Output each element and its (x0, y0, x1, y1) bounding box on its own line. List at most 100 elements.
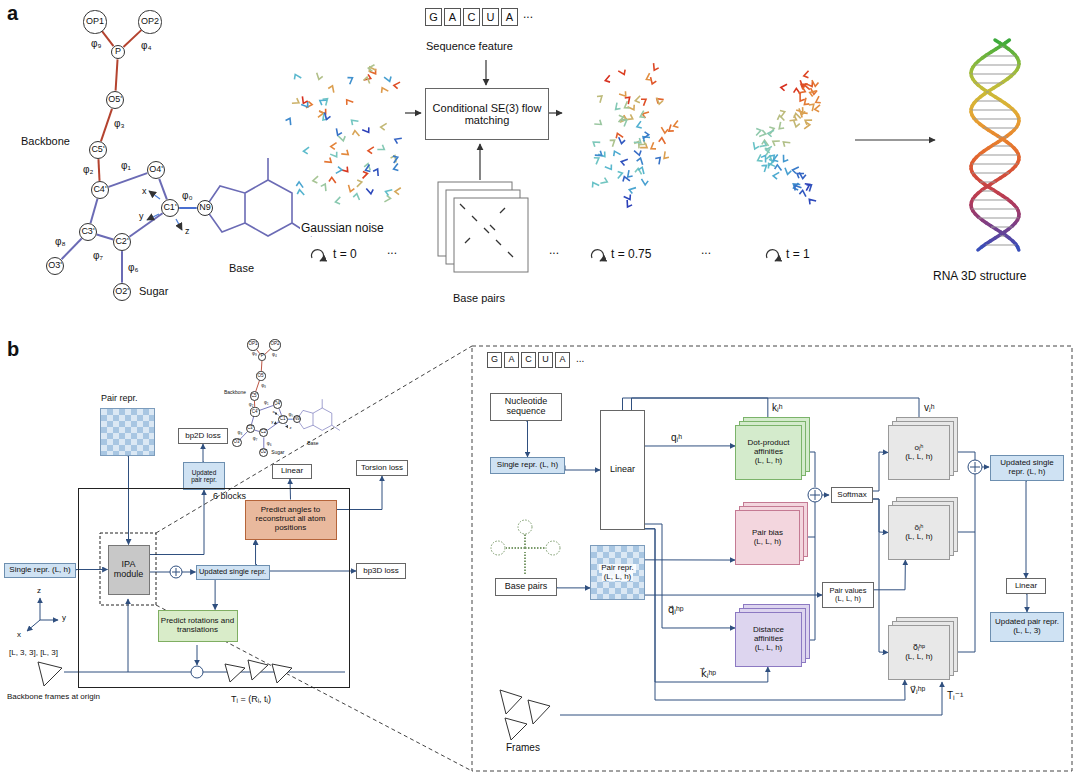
rect-shape (100, 533, 156, 605)
bond-line (159, 179, 167, 200)
path-shape (634, 151, 641, 156)
flow-arrow (645, 445, 735, 446)
path-shape (773, 141, 780, 146)
text-label: t = 0 (332, 248, 358, 262)
path-shape (982, 467, 989, 468)
atom-label: φ₀ (287, 412, 294, 417)
path-shape (619, 115, 624, 122)
path-shape (301, 102, 308, 107)
path-shape (972, 173, 1009, 174)
node-text: A (508, 355, 514, 365)
text-label: b (6, 338, 20, 361)
polygon-shape (500, 690, 522, 714)
node-text: (L, L, h) (602, 573, 634, 582)
process-box: Updated pair repr. (L, L, 3) (990, 612, 1064, 642)
path-shape (980, 182, 995, 183)
circle-shape (170, 566, 182, 578)
path-shape (761, 165, 766, 172)
node-text: Updated pair repr. (186, 469, 222, 483)
node-text: O2' (115, 287, 129, 297)
atom-circle: O5' (106, 91, 125, 110)
node-text: C3' (81, 227, 94, 237)
bond-line (279, 408, 281, 415)
path-shape (341, 150, 348, 155)
node-text: OP2 (141, 17, 159, 27)
path-shape (651, 77, 657, 84)
bond-line (121, 251, 123, 283)
node-text: O5' (258, 374, 265, 379)
node-text: N9 (199, 203, 211, 213)
path-shape (296, 182, 303, 188)
process-box: U (538, 352, 553, 368)
process-box: Updated single repr. (196, 565, 270, 580)
path-shape (794, 113, 801, 118)
atom-circle: C5' (89, 141, 107, 159)
g-shape (311, 60, 935, 261)
atom-label: φ₈ (54, 236, 67, 248)
atom-circle: P (258, 353, 265, 360)
text-label: ... (700, 244, 712, 258)
process-box: Pair values(L, L, h) (822, 582, 874, 608)
node-text: Pair values (829, 587, 866, 595)
circle-shape (491, 541, 505, 555)
process-box: Single repr. (L, h) (490, 457, 565, 474)
atom-label: Sugar (138, 285, 169, 298)
bond-line (102, 31, 113, 46)
bond-line (261, 361, 263, 372)
path-shape (806, 82, 813, 87)
text-label: Frames (505, 742, 541, 754)
path-shape (618, 171, 623, 178)
atom-circle: C4' (91, 181, 109, 199)
atom-circle: C3' (246, 424, 255, 433)
node-text: (L, L, h) (755, 457, 783, 466)
path-shape (394, 163, 399, 170)
atom-label: Base (306, 441, 319, 447)
path-shape (800, 452, 815, 640)
flow-arrow (557, 587, 590, 589)
text-label: [L, 3, 3], [L, 3] (8, 648, 59, 657)
process-box: Predict rotations and translations (158, 610, 238, 642)
node-text: (L, L, h) (754, 538, 782, 547)
node-text: Pair repr. (101, 394, 138, 404)
path-shape (313, 176, 318, 183)
node-text: U (487, 11, 495, 23)
atom-circle: N9 (293, 415, 301, 423)
process-box: Updated pair repr. (183, 462, 225, 490)
process-box: Pair repr. (100, 408, 155, 456)
g-shape (286, 40, 1019, 250)
node-text: C5' (91, 145, 104, 155)
process-box: A (501, 8, 518, 26)
flow-arrow (214, 580, 215, 610)
flow-arrow (632, 398, 920, 425)
process-box: Linear (1006, 578, 1046, 594)
circle-shape (968, 460, 982, 474)
bond-line (254, 401, 255, 408)
atom-circle: O3' (46, 257, 65, 276)
process-box: Dot-product affinities(L, L, h) (735, 425, 802, 480)
path-shape (664, 151, 669, 158)
node-text: Linear (610, 465, 635, 475)
path-shape (950, 452, 975, 652)
node-text: (L, L, h) (905, 533, 933, 542)
polygon-shape (38, 662, 62, 686)
atom-circle: OP1 (83, 10, 106, 33)
path-shape (766, 146, 772, 153)
path-shape (384, 76, 391, 81)
flow-arrow (290, 479, 292, 500)
node-text: O2' (260, 450, 267, 455)
process-box: A (504, 352, 519, 368)
path-shape (777, 115, 784, 120)
node-text: Updated pair repr. (L, L, 3) (993, 618, 1061, 636)
process-box: Torsion loss (356, 460, 408, 476)
text-label: kⱼʰ (771, 402, 784, 414)
text-label: RNA 3D structure (932, 270, 1027, 284)
path-shape (970, 462, 980, 472)
atom-label: φ₂ (82, 164, 94, 176)
node-text: C4' (252, 410, 259, 415)
atom-circle: C5' (250, 391, 259, 400)
process-box: Linear (600, 410, 645, 530)
node-text: Updated single repr. (199, 568, 266, 576)
path-shape (753, 142, 759, 149)
path-shape (395, 138, 402, 143)
